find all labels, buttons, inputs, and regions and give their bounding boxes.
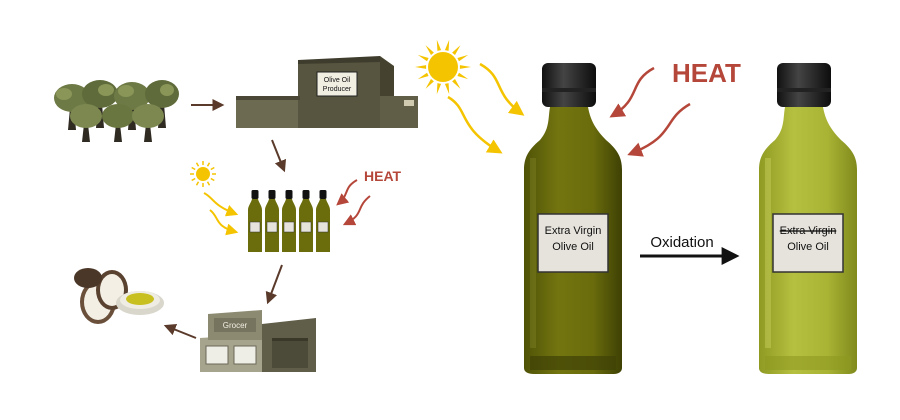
small-heat-arrow xyxy=(342,195,371,226)
sun-ray xyxy=(195,181,200,186)
sun-ray xyxy=(417,54,429,62)
sun-ray xyxy=(425,79,434,89)
sun-ray xyxy=(191,166,196,171)
producer-building-illustration: Olive Oil Producer xyxy=(236,56,418,128)
sun-ray xyxy=(210,177,215,182)
sun-ray xyxy=(417,72,429,80)
producer-sign xyxy=(316,71,358,97)
fresh-label-line2: Olive Oil xyxy=(552,241,594,253)
grocer-building-illustration: Grocer xyxy=(200,310,316,372)
flow-arrow-producer-to-bottles xyxy=(271,139,287,173)
sun-ray xyxy=(444,39,450,51)
producer-label-line1: Olive Oil xyxy=(324,77,351,84)
sun-ray xyxy=(444,83,450,95)
olive-tree-icon xyxy=(70,104,102,142)
sun-ray xyxy=(457,72,469,80)
heat-arrow xyxy=(627,102,691,157)
sun-ray xyxy=(436,83,442,95)
olive-tree-icon xyxy=(102,104,134,142)
sun-ray xyxy=(210,166,215,171)
fresh-label-line1: Extra Virgin xyxy=(545,225,602,237)
sun-ray xyxy=(452,45,461,55)
grocer-label: Grocer xyxy=(223,321,248,330)
oxidized-label-line2: Olive Oil xyxy=(787,241,829,253)
producer-label-line2: Producer xyxy=(323,86,352,93)
oxidized-bottle-label xyxy=(772,213,844,273)
light-ray-arrow xyxy=(479,62,525,116)
sun-icon xyxy=(415,39,471,95)
small-olive-oil-bottle xyxy=(316,190,330,252)
small-heat-label: HEAT xyxy=(364,168,402,184)
grocer-sign xyxy=(214,318,256,332)
small-olive-oil-bottle xyxy=(265,190,279,252)
heat-label: HEAT xyxy=(672,58,741,88)
sun-ray xyxy=(206,162,211,167)
fresh-olive-oil-bottle: Extra Virgin Olive Oil xyxy=(524,63,622,374)
small-light-ray-arrow xyxy=(209,209,239,236)
sun-ray xyxy=(457,54,469,62)
small-olive-oil-bottle xyxy=(248,190,262,252)
small-sun-icon xyxy=(190,161,216,187)
small-heat-arrow xyxy=(336,179,358,206)
sun-ray xyxy=(436,39,442,51)
flow-arrow-bottles-to-grocer xyxy=(265,264,283,305)
sun-ray xyxy=(459,65,471,69)
sun-ray xyxy=(191,177,196,182)
heat-arrow xyxy=(609,66,655,118)
fresh-bottle-label xyxy=(537,213,609,273)
sun-ray xyxy=(206,181,211,186)
light-ray-arrow xyxy=(447,95,503,154)
oxidized-olive-oil-bottle: Extra Virgin Olive Oil xyxy=(759,63,857,374)
oxidation-label: Oxidation xyxy=(650,234,713,251)
sun-ray xyxy=(425,45,434,55)
bread-and-oil-dish-illustration xyxy=(74,268,164,324)
small-olive-oil-bottle xyxy=(299,190,313,252)
small-bottle-row xyxy=(248,190,330,252)
sun-ray xyxy=(415,65,427,69)
olive-tree-icon xyxy=(132,104,164,142)
flow-arrow-grocer-to-table xyxy=(163,323,197,339)
small-light-ray-arrow xyxy=(203,192,239,217)
sun-ray xyxy=(195,162,200,167)
sun-ray xyxy=(452,79,461,89)
olive-grove-illustration xyxy=(54,80,179,142)
small-olive-oil-bottle xyxy=(282,190,296,252)
